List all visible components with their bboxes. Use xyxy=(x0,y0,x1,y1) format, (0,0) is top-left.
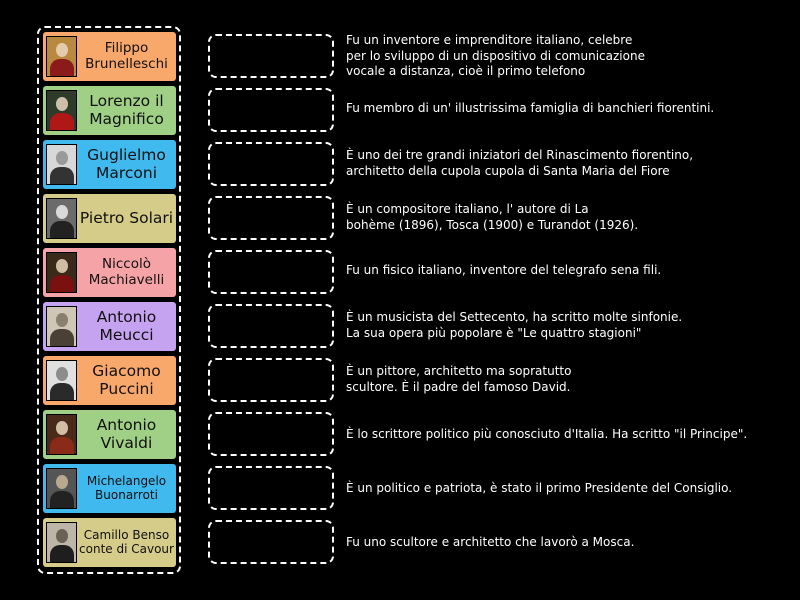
card-pietro-solari[interactable]: Pietro Solari xyxy=(43,194,176,243)
drop-slot-9[interactable] xyxy=(208,466,334,510)
card-giacomo-puccini[interactable]: Giacomo Puccini xyxy=(43,356,176,405)
description-8: È lo scrittore politico più conosciuto d… xyxy=(346,427,786,443)
description-7: È un pittore, architetto ma sopratutto s… xyxy=(346,364,786,395)
description-9: È un politico e patriota, è stato il pri… xyxy=(346,481,786,497)
portrait-image xyxy=(46,198,77,239)
drop-slot-6[interactable] xyxy=(208,304,334,348)
description-4: È un compositore italiano, l' autore di … xyxy=(346,202,786,233)
portrait-image xyxy=(46,522,77,563)
portrait-image xyxy=(46,414,77,455)
card-lorenzo-il-magnifico[interactable]: Lorenzo il Magnifico xyxy=(43,86,176,135)
drop-slot-3[interactable] xyxy=(208,142,334,186)
description-6: È un musicista del Settecento, ha scritt… xyxy=(346,310,786,341)
card-label: Filippo Brunelleschi xyxy=(85,39,168,72)
description-line: È lo scrittore politico più conosciuto d… xyxy=(346,427,748,441)
description-line: Fu membro di un' illustrissima famiglia … xyxy=(346,101,715,115)
drop-slot-8[interactable] xyxy=(208,412,334,456)
portrait-image xyxy=(46,306,77,347)
description-line: scultore. È il padre del famoso David. xyxy=(346,379,571,394)
description-line: Fu un inventore e imprenditore italiano,… xyxy=(346,33,633,47)
description-5: Fu un fisico italiano, inventore del tel… xyxy=(346,263,786,279)
description-3: È uno dei tre grandi iniziatori del Rina… xyxy=(346,148,786,179)
card-michelangelo-buonarroti[interactable]: Michelangelo Buonarroti xyxy=(43,464,176,513)
description-line: per lo sviluppo di un dispositivo di com… xyxy=(346,48,645,63)
description-line: È uno dei tre grandi iniziatori del Rina… xyxy=(346,148,694,162)
card-antonio-meucci[interactable]: Antonio Meucci xyxy=(43,302,176,351)
portrait-image xyxy=(46,144,77,185)
portrait-image xyxy=(46,252,77,293)
card-label: Lorenzo il Magnifico xyxy=(89,91,164,128)
card-label: Guglielmo Marconi xyxy=(87,145,166,182)
drop-slot-2[interactable] xyxy=(208,88,334,132)
card-label: Camillo Benso conte di Cavour xyxy=(79,527,174,556)
portrait-image xyxy=(46,36,77,77)
portrait-image xyxy=(46,468,77,509)
portrait-image xyxy=(46,90,77,131)
drop-slot-7[interactable] xyxy=(208,358,334,402)
card-label: Michelangelo Buonarroti xyxy=(86,473,167,502)
description-line: Fu uno scultore e architetto che lavorò … xyxy=(346,535,635,549)
answer-tray xyxy=(37,26,181,574)
card-label: Antonio Meucci xyxy=(96,307,157,344)
description-line: La sua opera più popolare è "Le quattro … xyxy=(346,325,642,340)
drop-slot-10[interactable] xyxy=(208,520,334,564)
description-1: Fu un inventore e imprenditore italiano,… xyxy=(346,33,786,80)
description-2: Fu membro di un' illustrissima famiglia … xyxy=(346,101,786,117)
card-label: Niccolò Machiavelli xyxy=(88,255,165,288)
card-niccolo-machiavelli[interactable]: Niccolò Machiavelli xyxy=(43,248,176,297)
card-label: Antonio Vivaldi xyxy=(96,415,157,452)
card-label: Pietro Solari xyxy=(79,208,174,227)
description-line: bohème (1896), Tosca (1900) e Turandot (… xyxy=(346,217,639,232)
drop-slot-5[interactable] xyxy=(208,250,334,294)
description-line: Fu un fisico italiano, inventore del tel… xyxy=(346,263,662,277)
drop-slot-1[interactable] xyxy=(208,34,334,78)
description-line: È un musicista del Settecento, ha scritt… xyxy=(346,310,683,324)
description-10: Fu uno scultore e architetto che lavorò … xyxy=(346,535,786,551)
card-filippo-brunelleschi[interactable]: Filippo Brunelleschi xyxy=(43,32,176,81)
description-line: È un pittore, architetto ma sopratutto xyxy=(346,364,572,378)
description-line: È un compositore italiano, l' autore di … xyxy=(346,202,589,216)
description-line: vocale a distanza, cioè il primo telefon… xyxy=(346,64,586,78)
card-guglielmo-marconi[interactable]: Guglielmo Marconi xyxy=(43,140,176,189)
description-line: architetto della cupola cupola di Santa … xyxy=(346,163,670,178)
portrait-image xyxy=(46,360,77,401)
card-label: Giacomo Puccini xyxy=(92,361,161,398)
drop-slot-4[interactable] xyxy=(208,196,334,240)
card-camillo-benso-conte-di-cavour[interactable]: Camillo Benso conte di Cavour xyxy=(43,518,176,567)
card-antonio-vivaldi[interactable]: Antonio Vivaldi xyxy=(43,410,176,459)
description-line: È un politico e patriota, è stato il pri… xyxy=(346,481,733,495)
